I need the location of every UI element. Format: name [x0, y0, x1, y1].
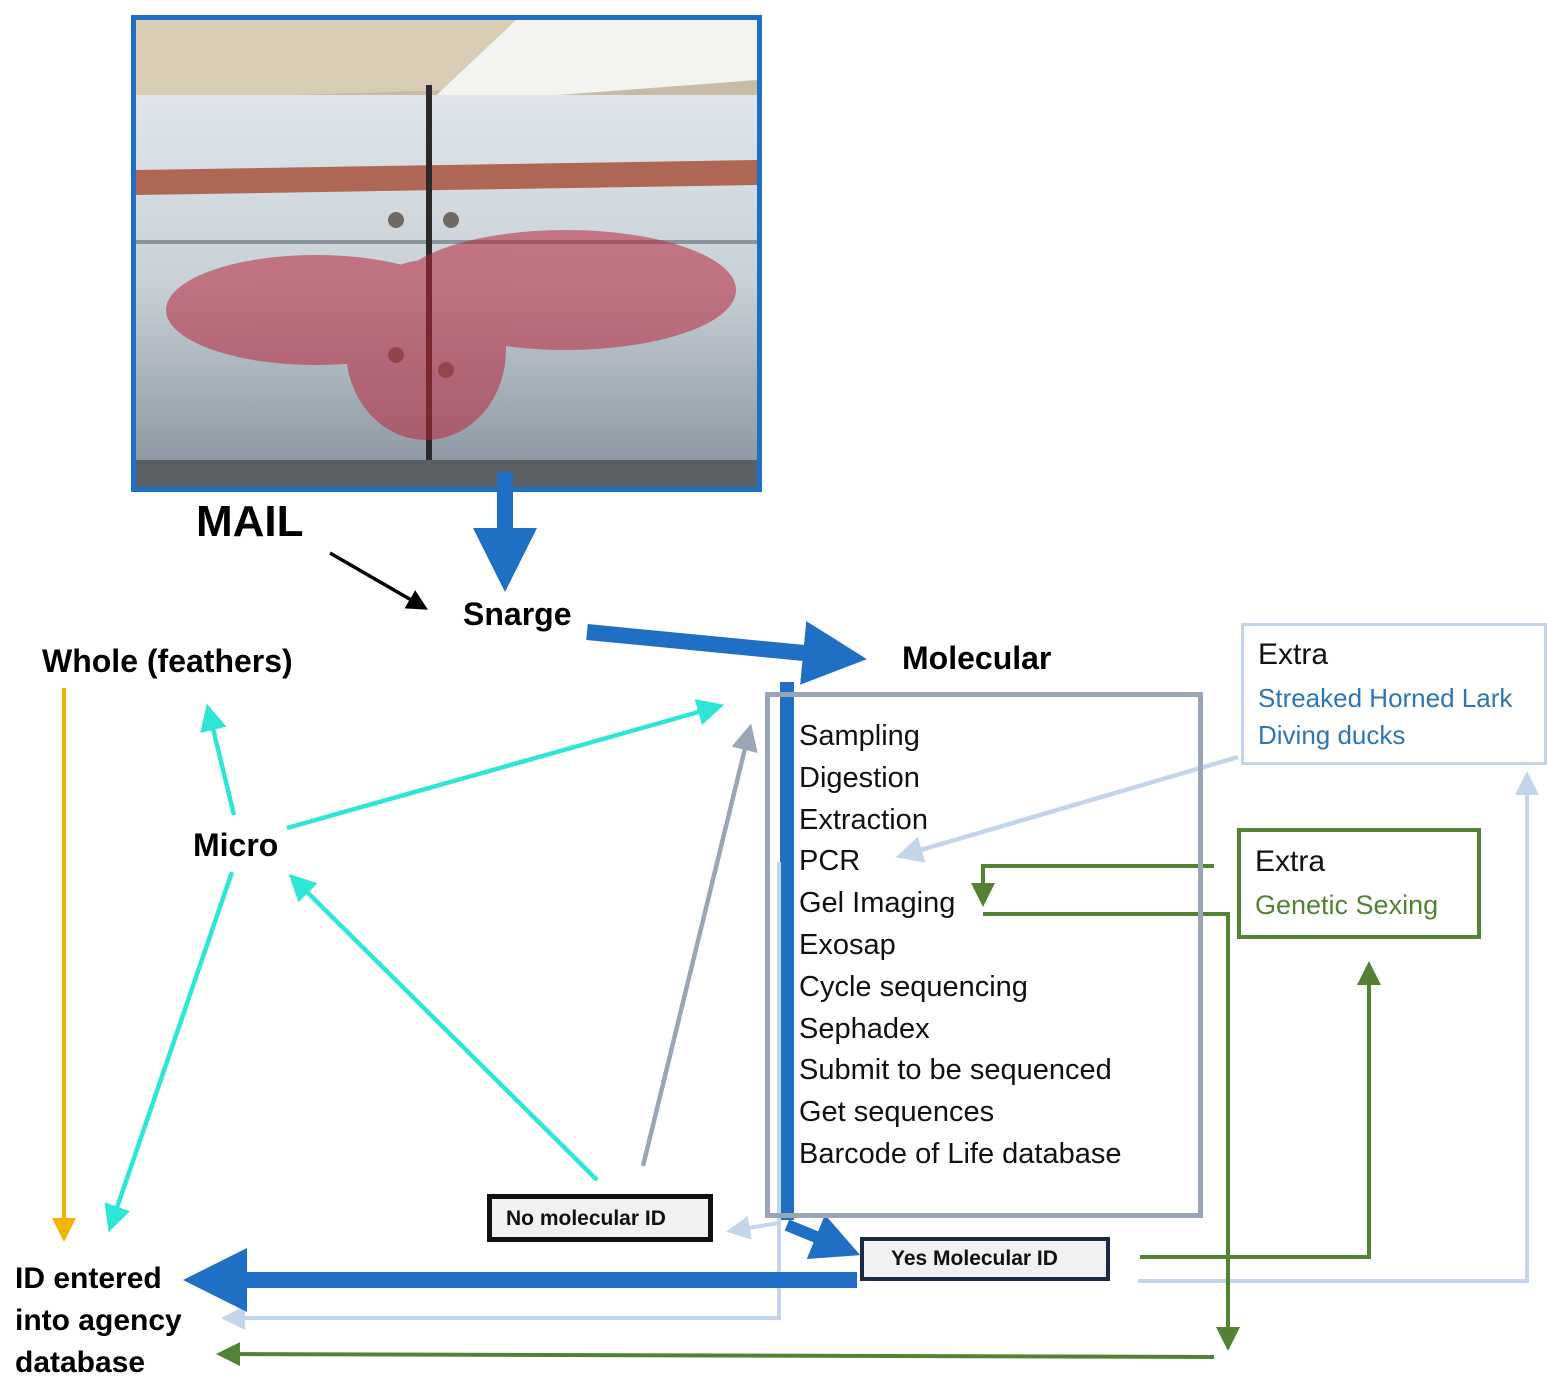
id-entered-line-2: into agency [15, 1304, 182, 1337]
step-item: Sampling [799, 720, 920, 752]
arrow-micro-to-molecular [286, 699, 725, 831]
extra-sexing-title: Extra [1255, 845, 1326, 878]
id-entered-line-1: ID entered [15, 1262, 162, 1295]
step-item: Cycle sequencing [799, 970, 1028, 1003]
arrow-green-to-id [216, 1342, 1215, 1367]
arrow-to-yes-molecular [784, 1214, 861, 1260]
yes-molecular-id-box: Yes Molecular ID [860, 1237, 1110, 1281]
id-entered-label: ID entered into agency database [15, 1258, 182, 1384]
step-item: Digestion [799, 761, 920, 794]
arrow-nomol-to-micro [288, 873, 599, 1182]
extra-sexing-item: Genetic Sexing [1255, 890, 1439, 920]
mail-label: MAIL [196, 497, 304, 546]
extra-species-item: Diving ducks [1258, 720, 1406, 750]
snarge-label: Snarge [463, 596, 572, 632]
extra-species-item: Streaked Horned Lark [1258, 683, 1513, 713]
arrow-gel-to-down [983, 912, 1240, 1351]
step-item: Gel Imaging [799, 887, 956, 920]
arrow-nomol-to-molecular [640, 723, 758, 1167]
molecular-steps-box [765, 692, 1203, 1218]
molecular-label: Molecular [902, 640, 1052, 676]
arrow-micro-to-whole [200, 703, 237, 816]
arrow-extra-green-to-gel [971, 864, 1214, 907]
extra-sexing-box: Extra Genetic Sexing [1237, 828, 1481, 939]
step-item: PCR [799, 845, 861, 878]
arrow-light-to-id [221, 1223, 781, 1330]
arrow-yes-to-extra-blue [1138, 771, 1539, 1283]
specimen-photo [131, 15, 762, 492]
arrow-extra-to-pcr [895, 754, 1239, 863]
no-molecular-id-box: No molecular ID [487, 1194, 713, 1242]
whole-feathers-label: Whole (feathers) [42, 643, 293, 679]
step-item: Extraction [799, 803, 928, 836]
extra-species-title: Extra [1258, 638, 1329, 671]
step-item: Get sequences [799, 1096, 995, 1129]
extra-species-box: Extra Streaked Horned Lark Diving ducks [1241, 623, 1547, 765]
molecular-steps-list: Sampling Digestion Extraction PCR Gel Im… [799, 716, 1121, 1176]
step-item: Barcode of Life database [799, 1137, 1122, 1170]
arrow-micro-to-id [104, 871, 235, 1233]
step-item: Sephadex [799, 1012, 930, 1045]
micro-label: Micro [193, 827, 279, 863]
id-entered-line-3: database [15, 1346, 146, 1379]
step-item: Submit to be sequenced [799, 1054, 1112, 1087]
arrow-mail-to-snarge [329, 551, 429, 610]
arrow-yes-to-extra-green [1140, 961, 1381, 1259]
step-item: Exosap [799, 928, 896, 961]
arrow-snarge-to-molecular [586, 621, 867, 685]
